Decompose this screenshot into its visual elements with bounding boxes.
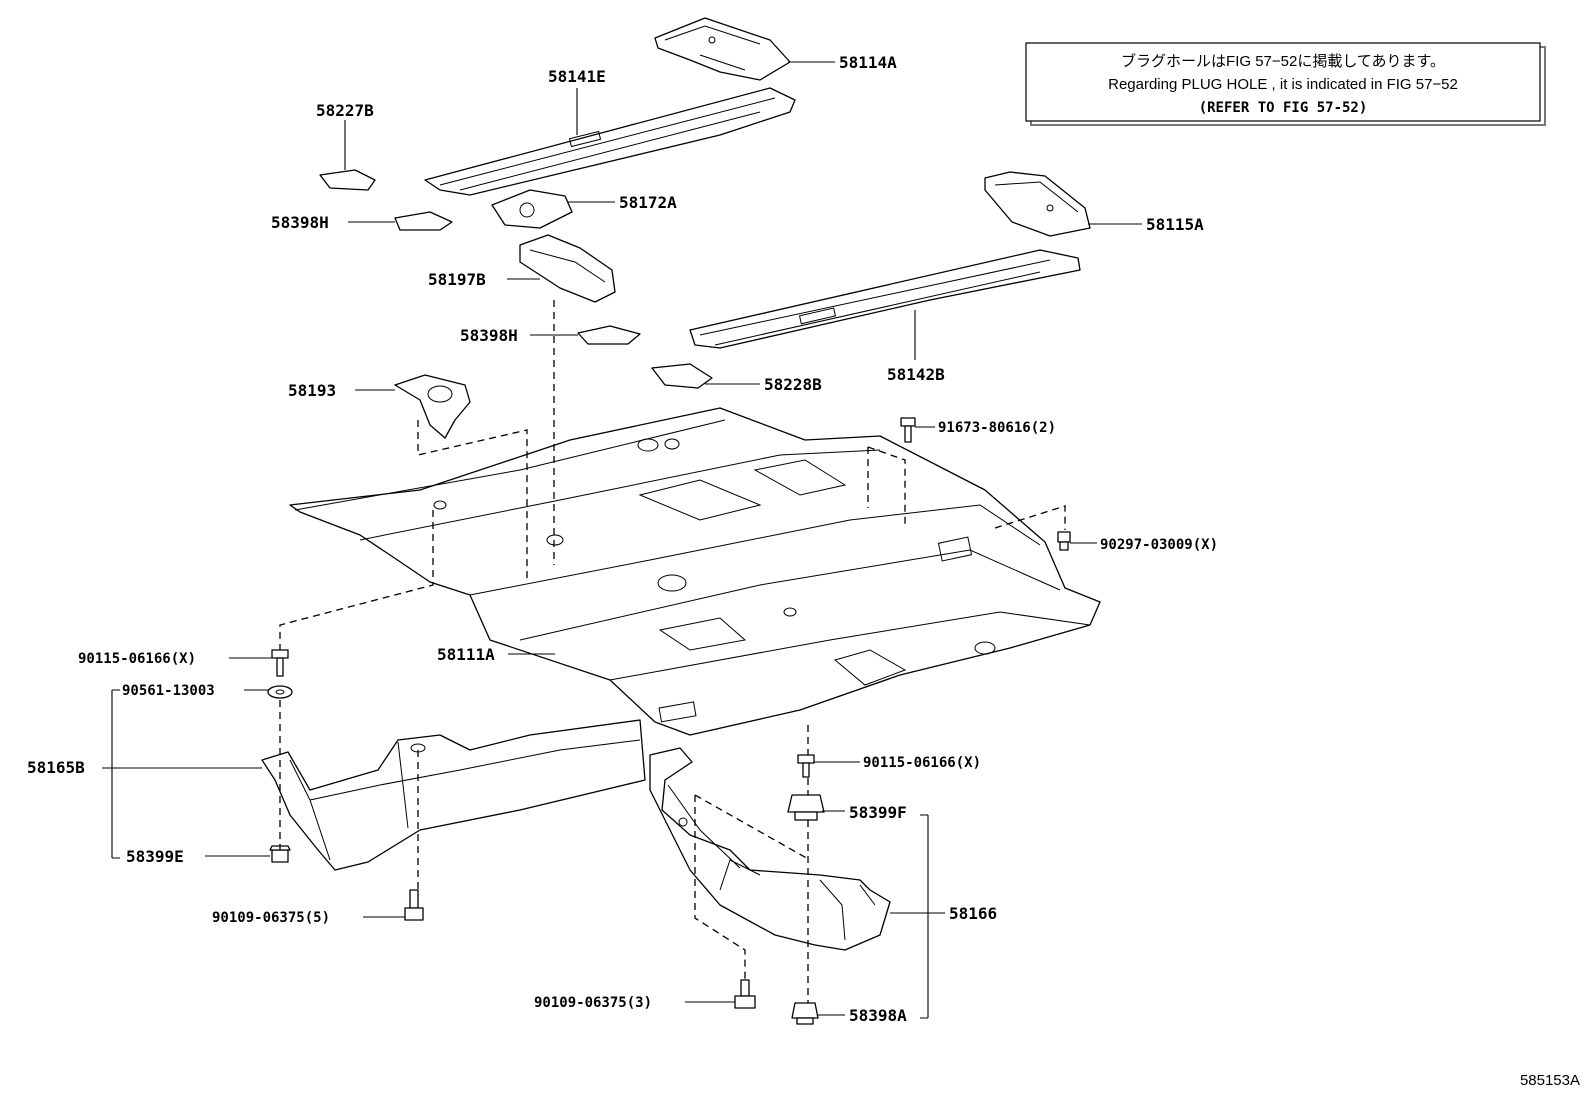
label-91673-80616: 91673-80616(2) [938, 420, 1056, 436]
label-90297-03009: 90297-03009(X) [1100, 537, 1218, 553]
label-58111A: 58111A [437, 645, 495, 664]
part-58114A-bracket [654, 17, 791, 81]
label-90115-06166-left: 90115-06166(X) [78, 651, 196, 667]
note-line-1: ブラグホールはFIG 57−52に掲載してあります。 [1121, 52, 1445, 70]
note-line-3: (REFER TO FIG 57-52) [1199, 100, 1368, 116]
label-90561-13003: 90561-13003 [122, 683, 215, 699]
label-58165B: 58165B [27, 758, 85, 777]
figure-code: 585153A [1520, 1072, 1580, 1089]
label-58398A: 58398A [849, 1006, 907, 1025]
part-58398H-plug-top [394, 211, 453, 231]
bolt-icon [734, 979, 756, 1009]
label-58142B: 58142B [887, 365, 945, 384]
label-90109-06375-right: 90109-06375(3) [534, 995, 652, 1011]
clip-icon [787, 794, 825, 821]
label-90115-06166-right: 90115-06166(X) [863, 755, 981, 771]
part-58398H-plug-mid [577, 325, 641, 345]
label-58398H-mid: 58398H [460, 326, 518, 345]
part-58111A-floor-pan [289, 407, 1101, 736]
label-58141E: 58141E [548, 67, 606, 86]
label-58114A: 58114A [839, 53, 897, 72]
washer-icon [267, 685, 293, 699]
label-58399E: 58399E [126, 847, 184, 866]
part-58227B-plate [319, 169, 376, 191]
note-line-2: Regarding PLUG HOLE , it is indicated in… [1108, 76, 1458, 93]
label-58172A: 58172A [619, 193, 677, 212]
plug-icon [1057, 531, 1071, 551]
label-58166: 58166 [949, 904, 997, 923]
label-58227B: 58227B [316, 101, 374, 120]
label-90109-06375-left: 90109-06375(5) [212, 910, 330, 926]
part-58142B-crossmember [689, 249, 1081, 349]
clip-icon [269, 845, 291, 863]
part-58141E-crossmember [424, 87, 796, 196]
part-58115A-bracket [984, 171, 1091, 237]
plug-hole-note: ブラグホールはFIG 57−52に掲載してあります。 Regarding PLU… [1025, 42, 1546, 126]
bolt-icon [271, 649, 289, 677]
bolt-icon [900, 417, 916, 443]
label-58197B: 58197B [428, 270, 486, 289]
part-58165B-under-cover [261, 719, 646, 871]
part-58228B-plate [651, 363, 713, 389]
part-58172A-gusset [491, 189, 573, 229]
part-58166-under-cover [649, 747, 891, 951]
bolt-icon [404, 889, 424, 921]
assembly-dashed-lines [279, 300, 1066, 1003]
plug-icon [791, 1002, 819, 1025]
part-58197B-bracket [519, 234, 616, 303]
label-58115A: 58115A [1146, 215, 1204, 234]
label-58399F: 58399F [849, 803, 907, 822]
label-58228B: 58228B [764, 375, 822, 394]
label-58193: 58193 [288, 381, 336, 400]
label-58398H-top: 58398H [271, 213, 329, 232]
part-58193-bracket [394, 374, 471, 439]
bolt-icon [797, 754, 815, 778]
